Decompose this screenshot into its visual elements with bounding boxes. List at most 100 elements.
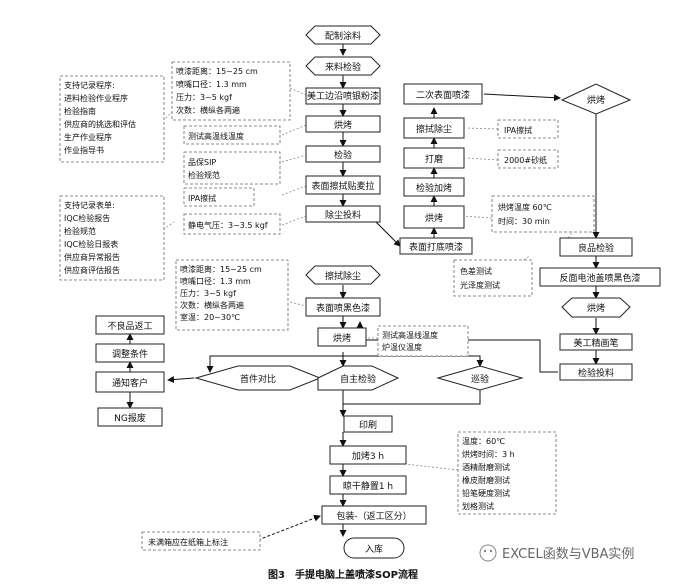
box-inspect-1 [305, 145, 381, 163]
note-spray2-0: 喷漆距离：15~25 cm [180, 264, 262, 274]
label-defect-return: 不良品返工 [107, 320, 152, 332]
box-ng-report [97, 407, 163, 427]
watermark-text: EXCEL函数与VBA实例 [502, 547, 634, 562]
note-spray1-3: 次数：横纵各两遍 [176, 105, 240, 115]
label-gold-pen: 美工精画笔 [573, 337, 618, 349]
note-final-3: 橡皮耐磨测试 [462, 475, 510, 485]
note-final-2: 酒精耐磨测试 [462, 462, 510, 472]
box-bake-1 [305, 115, 381, 133]
note-box-label-box [141, 531, 261, 551]
box-inspect-add [403, 177, 465, 197]
note-final-4: 铅笔硬度测试 [462, 488, 510, 498]
note-spray2-1: 喷嘴口径：1.3 mm [180, 276, 251, 286]
note-spray1-1: 喷嘴口径：1.3 mm [176, 79, 247, 89]
hex-wipe-dust-2 [305, 265, 381, 285]
note-ipa-1-box [183, 187, 255, 207]
wechat-icon [479, 544, 497, 562]
hex-prepare-paint [305, 25, 381, 45]
note-color-0: 色差测试 [460, 266, 492, 276]
box-dry-rest [329, 475, 407, 495]
label-incoming-inspection: 来料检验 [325, 61, 361, 73]
label-second-spray: 二次表面喷漆 [416, 89, 470, 101]
wechat-icon-eye-left [483, 549, 487, 553]
note-final-1: 烘烤时间：3 h [462, 449, 515, 459]
hex-bake-right [561, 297, 631, 318]
note-temp-test: 测试高温线温度 [188, 131, 244, 141]
watermark: EXCEL函数与VBA实例 [479, 544, 634, 562]
diamond-bake-top [560, 83, 632, 115]
box-adjust-conditions [95, 343, 165, 363]
label-edge-spray: 美工边沿喷银粉漆 [307, 90, 379, 102]
figure-caption: 图3 手提电脑上盖喷漆SOP流程 [268, 568, 418, 581]
box-reverse-black [539, 267, 661, 287]
label-prepare-paint: 配制涂料 [325, 30, 361, 42]
box-surface-wipe [305, 175, 381, 195]
label-inspect-1: 检验 [334, 149, 352, 161]
label-polish: 打磨 [425, 153, 443, 165]
note-ipa-1: IPA擦拭 [188, 193, 216, 203]
label-adjust-conditions: 调整条件 [112, 348, 148, 360]
label-print: 印刷 [359, 419, 377, 431]
note-color-gloss-box [453, 259, 533, 297]
label-bake-top: 烘烤 [587, 94, 605, 106]
label-patrol: 巡验 [471, 373, 489, 385]
note-static: 静电气压：3~3.5 kgf [188, 220, 268, 230]
box-primer-spray [399, 237, 473, 255]
note-oven-0: 测试高温线温度 [382, 330, 438, 340]
note-spray2-3: 次数：横纵各两遍 [180, 300, 244, 310]
label-surface-wipe: 表面擦拭贴麦拉 [311, 180, 374, 192]
label-reverse-black: 反面电池盖喷黑色漆 [559, 272, 640, 284]
box-gold-pen [559, 333, 633, 351]
box-inspect-feed [559, 363, 633, 381]
note-ipa-2-box [497, 119, 559, 139]
callout-lines [159, 87, 595, 471]
note-forms-4: 供应商异常报告 [64, 252, 120, 262]
note-spray2-2: 压力：3~5 kgf [180, 288, 236, 298]
note-forms-box [59, 195, 165, 281]
label-inspect-add: 检验加烤 [416, 182, 452, 194]
label-bake-1: 烘烤 [334, 119, 352, 131]
box-dust-removal [305, 205, 381, 223]
note-bake-params-1: 时间：30 min [498, 216, 550, 226]
label-storage: 入库 [365, 543, 383, 555]
label-packing: 包装-（返工区分） [336, 510, 411, 522]
note-final-0: 温度：60℃ [462, 436, 505, 446]
note-spray-params-2-box [175, 259, 289, 331]
note-oven-1: 炉温仪温度 [382, 342, 422, 352]
note-records-1: 进料检验作业程序 [64, 93, 128, 103]
box-wipe-dust-1 [403, 117, 465, 139]
decision-patrol [436, 365, 524, 391]
note-sip-box [183, 151, 281, 185]
box-good-inspection [559, 237, 633, 257]
box-second-spray [403, 83, 483, 105]
box-defect-return [95, 315, 165, 335]
box-polish [403, 147, 465, 169]
note-ipa-2: IPA擦拭 [504, 125, 532, 135]
note-forms-5: 供应商评估报告 [64, 265, 120, 275]
box-print [343, 415, 393, 433]
label-bake-3h: 加烤3 h [352, 450, 384, 462]
note-oven-temp-box [377, 325, 469, 357]
label-dry-rest: 晾干静置1 h [343, 480, 393, 492]
hex-incoming-inspection [305, 56, 381, 76]
note-sandpaper: 2000#砂纸 [504, 155, 547, 165]
label-surface-black: 表面喷黑色漆 [316, 302, 370, 314]
box-packing [321, 505, 427, 525]
box-bake-3 [317, 327, 367, 347]
note-spray-params-1-box [171, 61, 291, 121]
label-ng-report: NG报废 [114, 412, 146, 424]
note-color-1: 光泽度测试 [460, 280, 500, 290]
note-spray1-0: 喷漆距离：15~25 cm [176, 66, 258, 76]
box-storage [343, 537, 405, 559]
note-forms-3: IQC检验日报表 [64, 239, 118, 249]
note-sip-1: 检验规范 [188, 170, 220, 180]
label-wipe-dust-2: 擦拭除尘 [325, 270, 361, 282]
note-records-3: 供应商的挑选和评估 [64, 119, 136, 129]
box-notify-customer [95, 371, 165, 393]
label-primer-spray: 表面打底喷漆 [409, 241, 463, 253]
label-notify-customer: 通知客户 [112, 377, 148, 389]
note-spray1-2: 压力：3~5 kgf [176, 92, 232, 102]
note-final-5: 划格测试 [462, 501, 494, 511]
note-bake-params-box [491, 195, 595, 233]
